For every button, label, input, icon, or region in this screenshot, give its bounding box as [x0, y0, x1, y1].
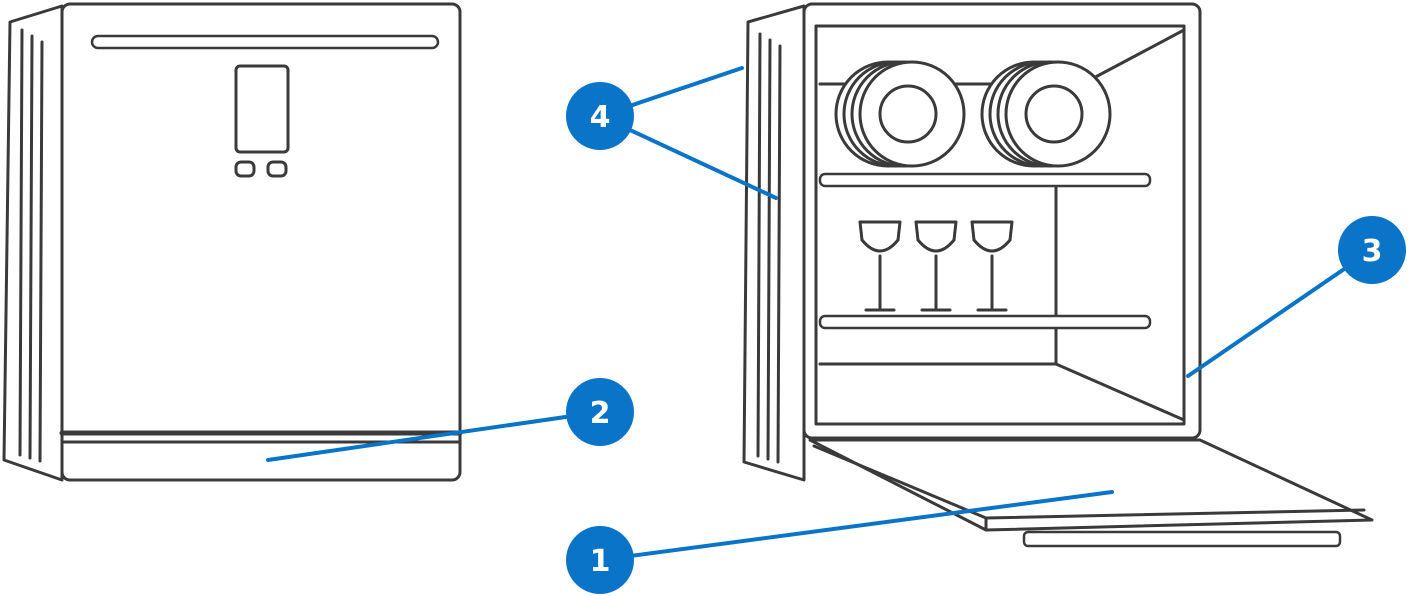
callout-number-4: 4 — [590, 100, 611, 135]
wine-glass-bowl — [914, 220, 958, 253]
callout-number-1: 1 — [590, 544, 611, 579]
side-groove — [776, 44, 782, 464]
callout-4: 4 — [566, 66, 778, 200]
plate-center — [1024, 84, 1084, 144]
lower-rack — [818, 314, 1152, 330]
wine-glass-bowl — [858, 220, 902, 253]
callout-badge-3 — [1338, 216, 1406, 284]
callout-2: 2 — [266, 378, 634, 462]
callout-badge-2 — [566, 378, 634, 446]
tub-perspective-line — [1054, 362, 1186, 422]
wine-glass-bowl — [970, 220, 1014, 253]
callout-number-2: 2 — [590, 396, 611, 431]
leader-line-1 — [598, 490, 1114, 562]
leader-line-3 — [1186, 248, 1374, 378]
callout-badge-4 — [566, 82, 634, 150]
control-button — [266, 160, 288, 178]
door-edge — [984, 508, 1366, 520]
glasses — [858, 220, 1014, 312]
door-handle — [90, 34, 440, 50]
closed-front-door — [60, 2, 462, 482]
closed-dishwasher — [2, 2, 463, 482]
side-groove — [28, 34, 34, 460]
callout-number-3: 3 — [1362, 234, 1383, 269]
callout-badge-1 — [566, 526, 634, 594]
callout-3: 3 — [1186, 216, 1406, 378]
leader-line-2 — [266, 410, 602, 462]
side-groove — [38, 40, 44, 463]
open-side-panel — [742, 4, 806, 482]
callout-1: 1 — [566, 490, 1114, 594]
control-button — [234, 160, 256, 178]
side-groove — [756, 32, 762, 458]
open-door — [808, 438, 1374, 532]
open-dishwasher — [742, 2, 1374, 548]
side-groove — [18, 28, 24, 457]
control-display — [234, 64, 290, 154]
upper-rack — [818, 172, 1152, 188]
door-handle-bottom — [1022, 530, 1342, 548]
plate-center — [878, 84, 938, 144]
side-groove — [766, 38, 772, 461]
plates — [834, 60, 1112, 168]
